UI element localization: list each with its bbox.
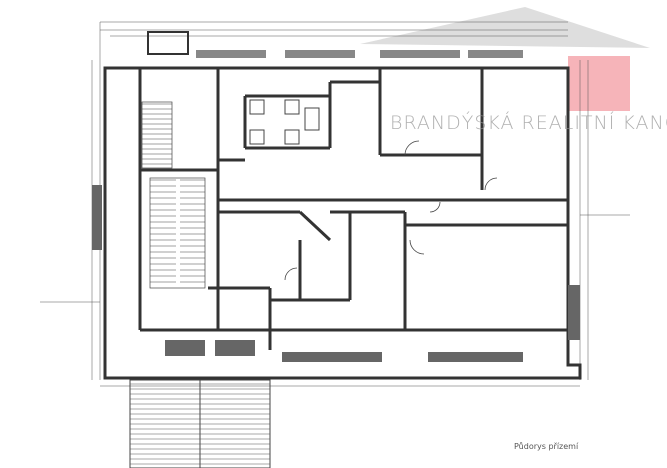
watermark-roof-shape: [360, 7, 650, 48]
terrace-planters: [196, 50, 523, 58]
stair-steps: [142, 103, 205, 283]
walls: [103, 66, 582, 380]
door-swings: [284, 140, 498, 281]
watermark-text: BRANDÝSKÁ REALITNÍ KANCELÁŘ: [390, 112, 667, 134]
exterior-stair-steps: [130, 383, 270, 465]
watermark-red-square: [568, 56, 630, 111]
plan-caption: Půdorys přízemí: [514, 442, 579, 451]
balcony: [147, 31, 189, 55]
stairs-left: [141, 101, 206, 289]
windows: [92, 185, 580, 362]
bathroom-fixtures: [249, 99, 320, 145]
